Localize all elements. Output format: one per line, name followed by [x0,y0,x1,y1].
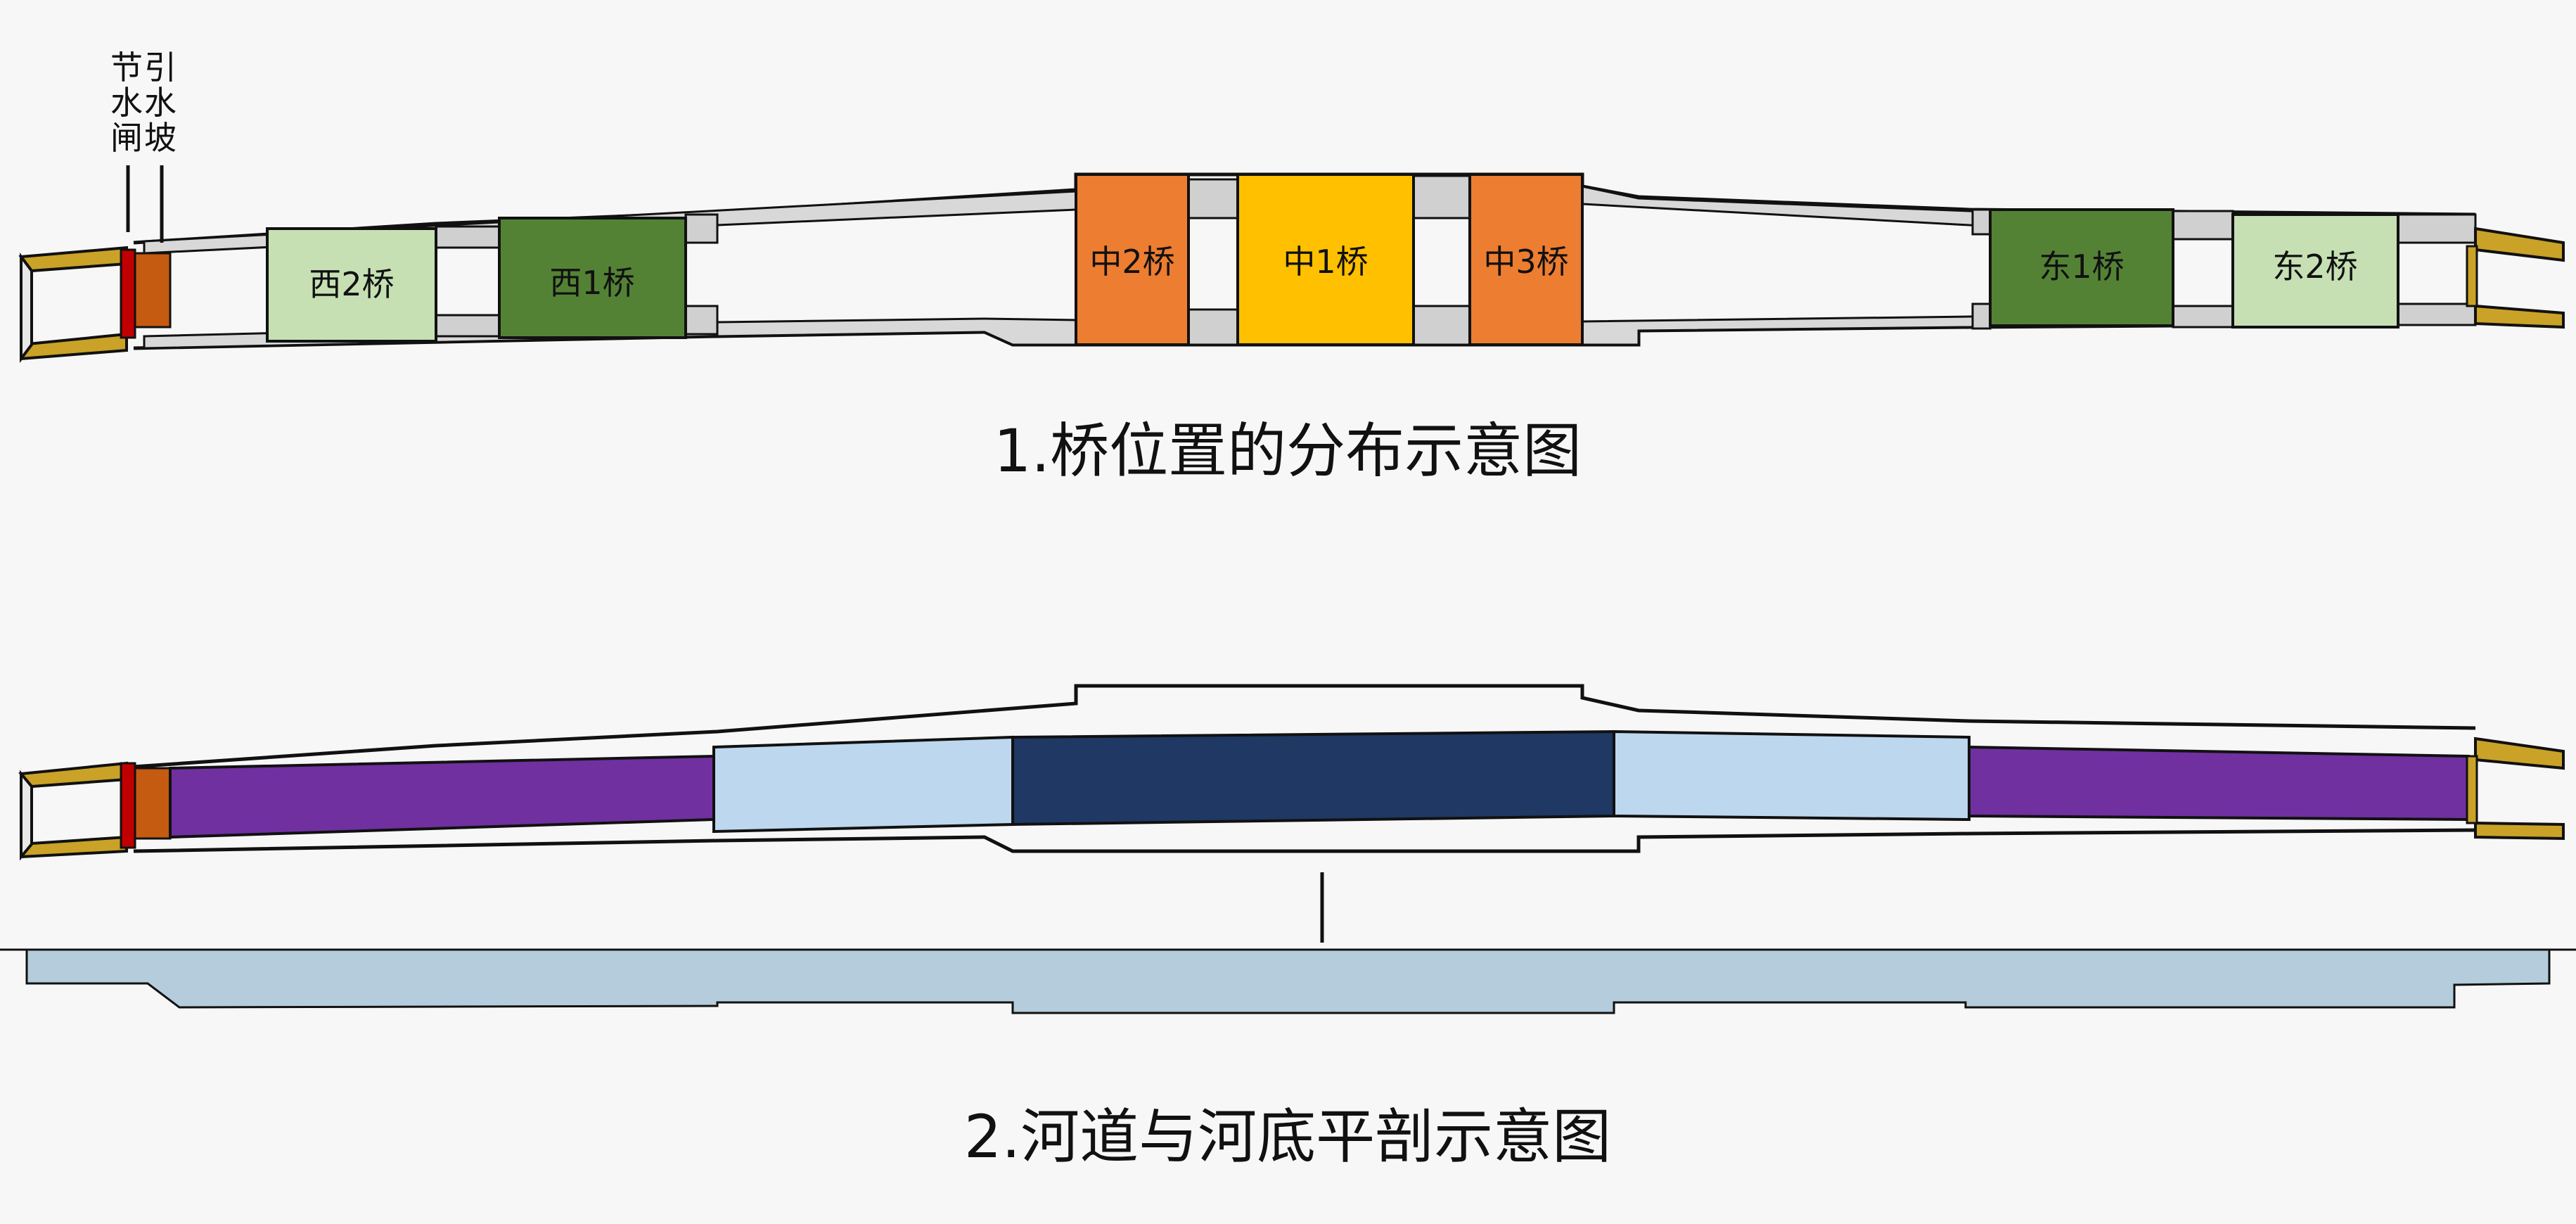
bridge-mid1: 中1桥 [1236,173,1415,346]
bridge-west1: 西1桥 [498,217,687,339]
bridge-label-west2: 西2桥 [309,265,394,303]
label-slope: 引 水 坡 [144,49,177,157]
bridge-mid2: 中2桥 [1075,173,1190,346]
west-end-wall-left-2 [20,770,33,861]
riverbed-diagram: 2.河道与河底平剖示意图 [0,684,2576,1171]
diversion-slope [134,252,172,329]
svg-text:水: 水 [144,84,177,122]
east-end-wall-bottom-2 [2474,821,2565,841]
svg-text:水: 水 [110,84,143,122]
west-end-wall-top-2 [18,761,128,789]
caption-riverbed: 2.河道与河底平剖示意图 [964,1102,1611,1171]
bridge-label-mid2: 中2桥 [1089,243,1174,281]
label-sluice: 节 水 闸 [110,49,143,157]
bridge-label-mid1: 中1桥 [1283,243,1368,281]
riverbed-segment-east [1968,745,2470,822]
bridge-label-east2: 东2桥 [2272,248,2357,286]
bridge-label-east1: 东1桥 [2039,248,2124,286]
east-end-wall-top [2474,227,2565,262]
riverbed-outline-bottom [133,828,2476,853]
east-end-post [2466,245,2478,307]
bridge-plan-diagram: 西2桥 西1桥 中2桥 中1桥 中3桥 东1桥 东2桥 节 水 [18,49,2565,485]
west-end-wall-bottom-2 [20,835,128,859]
bridge-east2: 东2桥 [2231,213,2399,329]
riverbed-segment-mid-east [1613,729,1971,822]
riverbed-cross-section [25,948,2551,1014]
svg-text:引: 引 [144,49,177,87]
riverbed-segment-center [1011,729,1615,827]
bridge-label-west1: 西1桥 [549,264,634,302]
bridge-west2: 西2桥 [266,227,437,343]
east-end-wall-bottom [2474,304,2565,329]
east-end-post-2 [2466,755,2478,824]
diversion-slope-2 [134,767,172,840]
riverbed-segment-mid-west [712,735,1014,834]
sluice-gate-2 [120,762,136,849]
svg-text:节: 节 [110,49,143,87]
bridge-east1: 东1桥 [1989,208,2174,327]
sluice-gate [120,248,136,339]
riverbed-outline-top [133,684,2476,769]
bridge-mid3: 中3桥 [1468,173,1584,346]
svg-text:坡: 坡 [144,119,177,157]
riverbed-segment-west [169,754,715,839]
west-end-wall-top [18,246,128,273]
caption-bridge-plan: 1.桥位置的分布示意图 [994,416,1582,485]
west-end-wall-bottom [20,332,128,361]
svg-text:闸: 闸 [110,119,143,157]
east-end-wall-top-2 [2474,737,2565,770]
bridge-label-mid3: 中3桥 [1483,243,1568,281]
west-end-wall-left [20,253,33,363]
